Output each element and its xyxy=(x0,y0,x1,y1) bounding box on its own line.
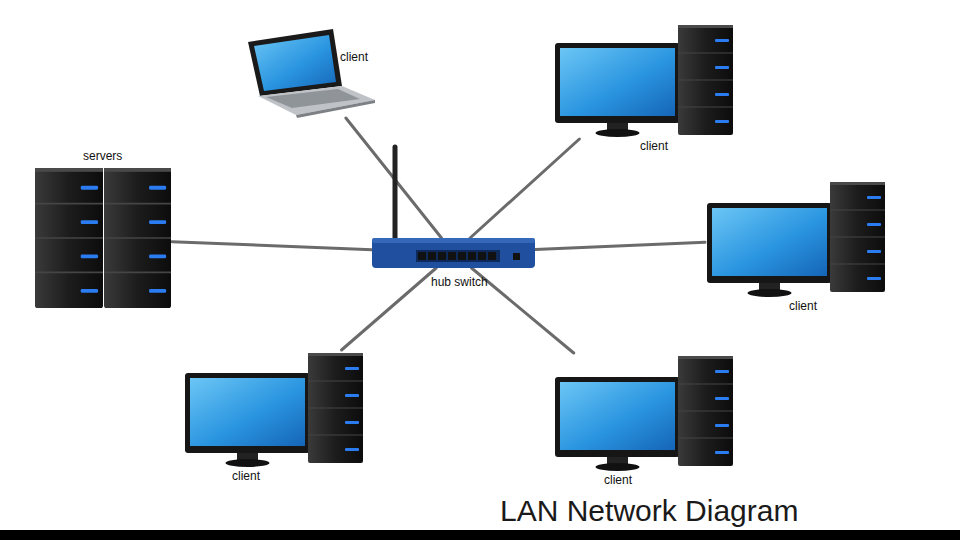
server-tower xyxy=(104,168,171,308)
device-label: client xyxy=(640,139,668,153)
tower xyxy=(678,25,733,135)
tower xyxy=(308,353,363,463)
monitor xyxy=(707,203,832,297)
device-node: hub switch xyxy=(372,238,535,268)
network-cable xyxy=(342,268,437,350)
network-cable xyxy=(172,242,372,250)
monitor xyxy=(555,43,680,137)
device-node: servers xyxy=(33,168,172,310)
device-node: client xyxy=(553,353,735,470)
monitor xyxy=(185,373,310,467)
tower xyxy=(678,356,733,466)
device-node: client xyxy=(553,22,735,139)
server-tower xyxy=(35,168,103,308)
network-cable xyxy=(535,242,705,249)
device-node: client xyxy=(245,28,375,118)
desktop-illustration xyxy=(555,25,733,137)
laptop-illustration xyxy=(248,29,375,118)
server-illustration xyxy=(35,168,171,308)
diagram-title: LAN Network Diagram xyxy=(500,493,798,529)
desktop-illustration xyxy=(555,356,733,471)
device-label: client xyxy=(232,469,260,483)
device-label: servers xyxy=(83,149,122,163)
desktop-illustration xyxy=(707,182,885,297)
device-label: client xyxy=(604,473,632,487)
device-node: client xyxy=(705,180,887,297)
device-label: client xyxy=(340,50,368,64)
network-cable xyxy=(470,139,579,238)
device-label: hub switch xyxy=(431,275,488,289)
device-label: client xyxy=(789,299,817,313)
desktop-illustration xyxy=(185,353,363,467)
device-node: client xyxy=(183,350,365,467)
footer-bar xyxy=(0,530,960,540)
switch-illustration xyxy=(372,147,535,268)
monitor xyxy=(555,377,680,471)
tower xyxy=(830,182,885,292)
